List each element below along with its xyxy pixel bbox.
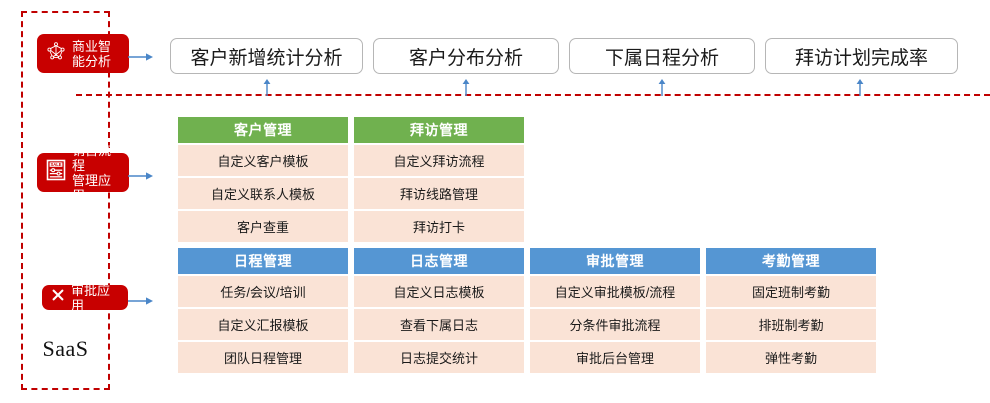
svg-text:SALE: SALE	[51, 162, 62, 167]
tab-customer-growth-analysis[interactable]: 客户新增统计分析	[170, 38, 363, 74]
module-card-title: 审批管理	[530, 248, 700, 274]
module-card-schedule-management[interactable]: 日程管理 任务/会议/培训 自定义汇报模板 团队日程管理	[178, 248, 348, 373]
module-card-attendance-management[interactable]: 考勤管理 固定班制考勤 排班制考勤 弹性考勤	[706, 248, 876, 373]
app-badge-sales-process[interactable]: SALE 销售流程 管理应用	[37, 143, 129, 203]
app-badge-business-intelligence[interactable]: 商业智 能分析	[37, 34, 129, 73]
connector-arrow-up-tab-3	[657, 79, 667, 97]
horizontal-dashed-divider	[76, 94, 990, 96]
module-item[interactable]: 日志提交统计	[354, 340, 524, 373]
module-item[interactable]: 拜访打卡	[354, 209, 524, 242]
module-item[interactable]: 排班制考勤	[706, 307, 876, 340]
connector-arrow-approval	[128, 293, 154, 305]
saas-boundary-box	[21, 11, 110, 390]
connector-arrow-up-tab-4	[855, 79, 865, 97]
module-card-title: 日志管理	[354, 248, 524, 274]
module-item[interactable]: 弹性考勤	[706, 340, 876, 373]
module-item[interactable]: 自定义日志模板	[354, 274, 524, 307]
module-item[interactable]: 自定义客户模板	[178, 143, 348, 176]
module-card-title: 拜访管理	[354, 117, 524, 143]
module-card-customer-management[interactable]: 客户管理 自定义客户模板 自定义联系人模板 客户查重	[178, 117, 348, 242]
module-item[interactable]: 分条件审批流程	[530, 307, 700, 340]
module-card-title: 客户管理	[178, 117, 348, 143]
module-item[interactable]: 自定义拜访流程	[354, 143, 524, 176]
module-card-title: 日程管理	[178, 248, 348, 274]
app-badge-label: 审批应用	[71, 282, 111, 313]
app-badge-label: 销售流程 管理应用	[72, 142, 112, 203]
network-graph-icon	[46, 41, 66, 66]
module-card-visit-management[interactable]: 拜访管理 自定义拜访流程 拜访线路管理 拜访打卡	[354, 117, 524, 242]
module-card-approval-management[interactable]: 审批管理 自定义审批模板/流程 分条件审批流程 审批后台管理	[530, 248, 700, 373]
tab-subordinate-schedule-analysis[interactable]: 下属日程分析	[569, 38, 755, 74]
module-item[interactable]: 任务/会议/培训	[178, 274, 348, 307]
connector-arrow-up-tab-2	[461, 79, 471, 97]
module-item[interactable]: 拜访线路管理	[354, 176, 524, 209]
tab-customer-distribution-analysis[interactable]: 客户分布分析	[373, 38, 559, 74]
module-card-title: 考勤管理	[706, 248, 876, 274]
saas-platform-label: SaaS	[42, 336, 89, 361]
connector-arrow-up-tab-1	[262, 79, 272, 97]
module-item[interactable]: 客户查重	[178, 209, 348, 242]
connector-arrow-sales	[128, 168, 154, 180]
cross-check-icon	[51, 288, 65, 307]
module-item[interactable]: 固定班制考勤	[706, 274, 876, 307]
sale-document-icon: SALE	[46, 159, 66, 186]
module-item[interactable]: 自定义联系人模板	[178, 176, 348, 209]
connector-arrow-bi	[128, 49, 154, 61]
module-item[interactable]: 审批后台管理	[530, 340, 700, 373]
app-badge-label: 商业智 能分析	[72, 38, 112, 69]
module-item[interactable]: 团队日程管理	[178, 340, 348, 373]
module-card-log-management[interactable]: 日志管理 自定义日志模板 查看下属日志 日志提交统计	[354, 248, 524, 373]
module-item[interactable]: 自定义汇报模板	[178, 307, 348, 340]
tab-visit-plan-completion-rate[interactable]: 拜访计划完成率	[765, 38, 958, 74]
module-item[interactable]: 查看下属日志	[354, 307, 524, 340]
module-item[interactable]: 自定义审批模板/流程	[530, 274, 700, 307]
app-badge-approval[interactable]: 审批应用	[42, 282, 128, 313]
